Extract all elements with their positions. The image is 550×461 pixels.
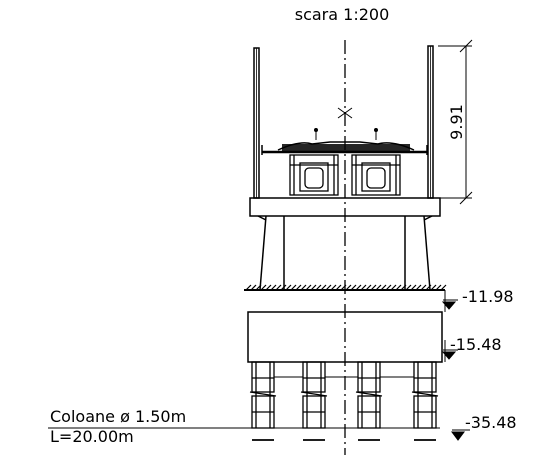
ground-hatch-line <box>260 284 267 291</box>
ground-hatch-line <box>320 284 327 291</box>
height-dimension-label: 9.91 <box>447 104 466 140</box>
ground-hatch-line <box>305 284 312 291</box>
ground-hatch-line <box>375 284 382 291</box>
height-dimension <box>438 39 473 205</box>
ground-hatch-line <box>335 284 342 291</box>
ground-hatch-line <box>435 284 442 291</box>
deck-markers <box>314 107 378 140</box>
ground-hatch-line <box>290 284 297 291</box>
level-marker-ground <box>441 290 458 312</box>
ground-hatch-line <box>365 284 372 291</box>
ground-hatch-line <box>390 284 397 291</box>
ground-hatch-line <box>355 284 362 291</box>
ground-hatch-line <box>295 284 302 291</box>
ground-hatch-line <box>405 284 412 291</box>
ground-hatch-line <box>415 284 422 291</box>
ground-hatch-line <box>245 284 252 291</box>
ground-hatch-line <box>380 284 387 291</box>
ground-hatch-line <box>280 284 287 291</box>
pier-cap <box>249 197 441 221</box>
level-marker-cap-bottom <box>441 340 458 362</box>
ground-hatch-line <box>265 284 272 291</box>
ground-hatch-line <box>400 284 407 291</box>
deck-slab <box>261 141 428 155</box>
ground-line <box>244 284 447 291</box>
ground-hatch-line <box>410 284 417 291</box>
ground-hatch-line <box>255 284 262 291</box>
ground-hatch-line <box>385 284 392 291</box>
scale-label: scara 1:200 <box>295 5 390 24</box>
ground-hatch-line <box>270 284 277 291</box>
ground-hatch-line <box>395 284 402 291</box>
girder-right <box>351 154 401 196</box>
ground-hatch-line <box>325 284 332 291</box>
ground-hatch-line <box>330 284 337 291</box>
pile <box>249 361 277 441</box>
ground-hatch-line <box>340 284 347 291</box>
level-label-ground: -11.98 <box>462 287 514 306</box>
right-railing-post <box>427 45 434 199</box>
pile-cap <box>247 311 443 363</box>
level-label-cap-bottom: -15.48 <box>450 335 502 354</box>
ground-hatch-line <box>315 284 322 291</box>
pile-label-line2: L=20.00m <box>50 427 134 446</box>
ground-hatch-line <box>310 284 317 291</box>
level-marker-pile-tip <box>451 429 470 441</box>
girder-left <box>289 154 339 196</box>
ground-hatch-line <box>440 284 447 291</box>
ground-hatch-line <box>370 284 377 291</box>
ground-hatch-line <box>285 284 292 291</box>
ground-hatch-line <box>275 284 282 291</box>
ground-hatch-line <box>250 284 257 291</box>
pier-columns <box>259 215 431 291</box>
ground-hatch-line <box>345 284 352 291</box>
level-label-pile-tip: -35.48 <box>465 413 517 432</box>
ground-hatch-line <box>430 284 437 291</box>
ground-hatch-line <box>350 284 357 291</box>
ground-hatch-line <box>425 284 432 291</box>
ground-hatch-line <box>300 284 307 291</box>
ground-hatch-line <box>420 284 427 291</box>
ground-hatch-line <box>360 284 367 291</box>
piles-group <box>249 361 439 441</box>
left-railing-post <box>253 47 260 199</box>
pile-label-line1: Coloane ø 1.50m <box>50 407 186 426</box>
